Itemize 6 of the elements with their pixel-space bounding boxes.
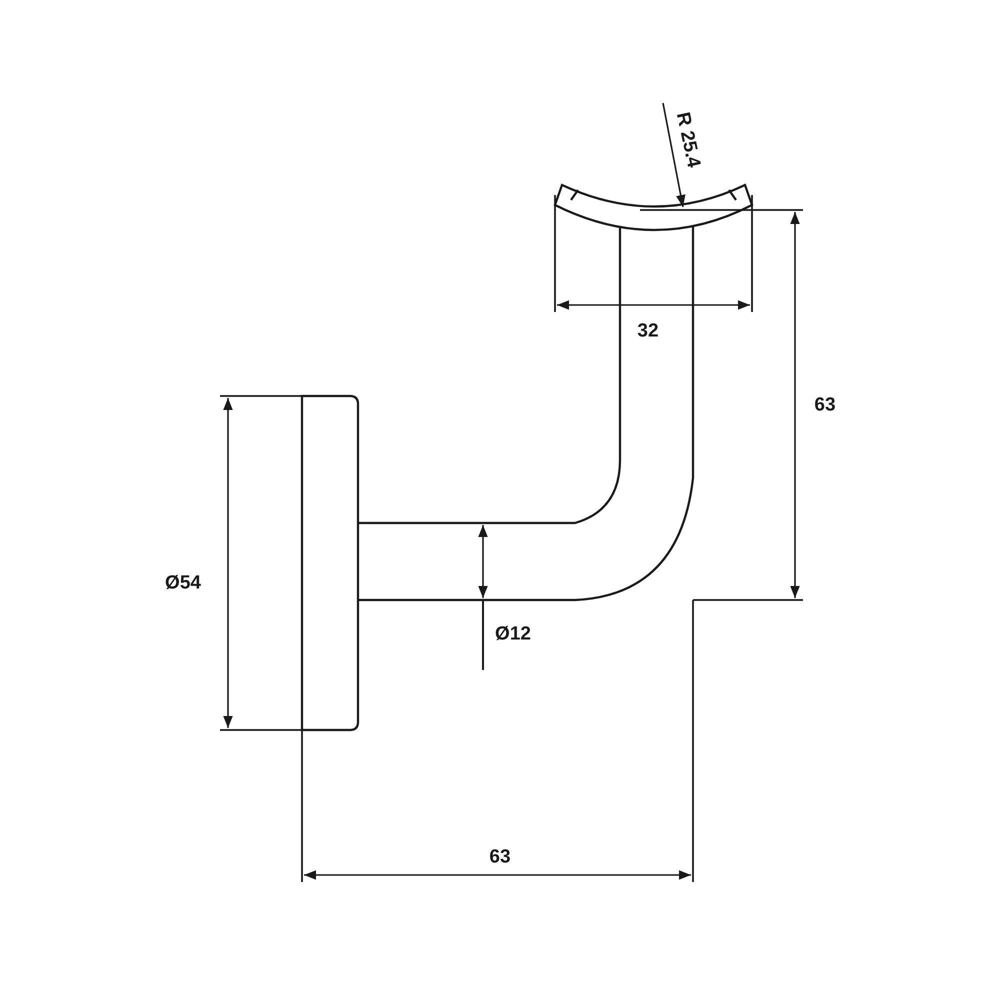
dimension-label: Ø12 <box>495 624 531 644</box>
dimension-label: 63 <box>489 848 511 866</box>
dimension-label: 63 <box>814 396 836 414</box>
dimension-label: R 25.4 <box>672 110 704 170</box>
dimension-label: Ø54 <box>165 574 201 592</box>
dimension-label: 32 <box>637 322 659 340</box>
